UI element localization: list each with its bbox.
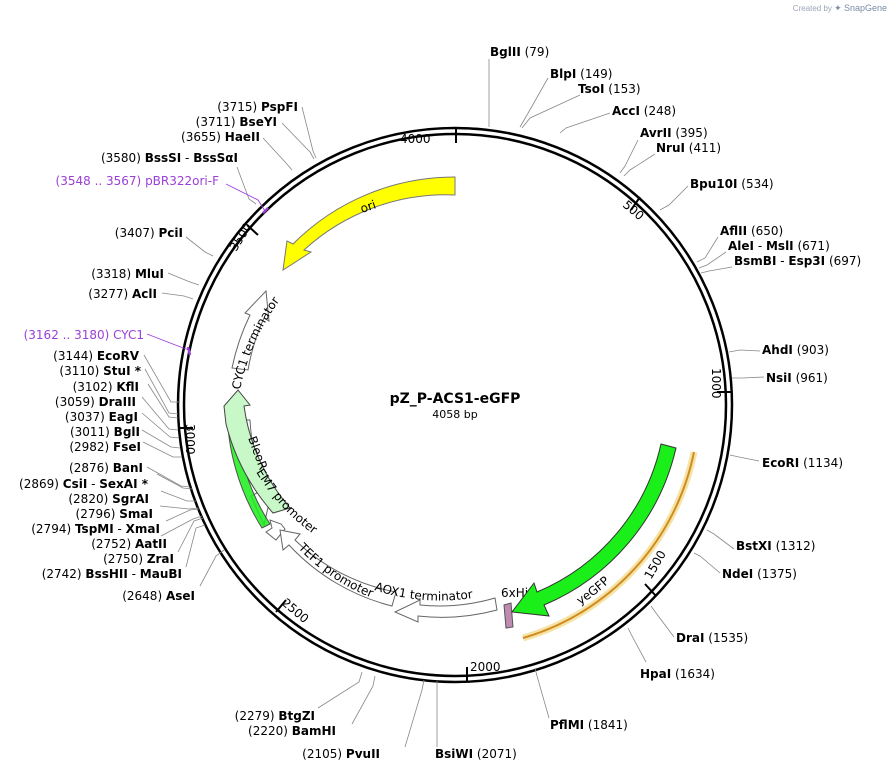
site-label-aatii: (2752) AatII <box>91 537 167 551</box>
feature-6xhis[interactable] <box>503 602 514 629</box>
site-label-ndei: NdeI (1375) <box>722 567 797 581</box>
site-label-acli: (3277) AclI <box>88 287 157 301</box>
site-label-blpi: BlpI (149) <box>550 67 612 81</box>
site-label-draiii: (3059) DraIII <box>55 395 136 409</box>
site-label-fsei: (2982) FseI <box>69 440 141 454</box>
feature-bleor[interactable] <box>223 389 291 514</box>
site-label-bseyi: (3711) BseYI <box>196 115 277 129</box>
tick-label: 2000 <box>470 660 501 674</box>
site-label-alei-msli: AleI - MslI (671) <box>728 239 830 253</box>
site-label-drai: DraI (1535) <box>676 631 748 645</box>
site-label-ecori-1134: EcoRI (1134) <box>762 456 843 470</box>
site-label-kfli: (3102) KflI <box>73 380 139 394</box>
site-labels: BglII (79) BlpI (149) TsoI (153) AccI (2… <box>19 45 861 761</box>
plasmid-name: pZ_P-ACS1-eGFP <box>390 391 521 407</box>
site-label-aflii: AflII (650) <box>720 224 783 238</box>
tick-label: 3000 <box>183 424 197 455</box>
site-label-sgrai: (2820) SgrAI <box>68 492 149 506</box>
site-label-asei: (2648) AseI <box>122 589 195 603</box>
site-label-stui: (3110) StuI * <box>59 364 141 378</box>
tick-label: 4000 <box>400 132 431 146</box>
site-label-pflmi: PflMI (1841) <box>550 718 628 732</box>
site-label-ecorv: (3144) EcoRV <box>53 349 140 363</box>
primer-leader-lines <box>146 183 266 351</box>
primer-mark-pbr322ori-f[interactable] <box>262 207 269 214</box>
orf-yegfp-track[interactable] <box>522 451 695 639</box>
feature-tef1-promoter[interactable] <box>279 529 397 607</box>
primer-mark-cyc1[interactable] <box>186 346 192 356</box>
feature-yegfp[interactable] <box>511 443 677 617</box>
site-label-bstxi: BstXI (1312) <box>736 539 815 553</box>
site-label-nrui: NruI (411) <box>656 141 721 155</box>
site-label-smai: (2796) SmaI <box>76 507 153 521</box>
tick-label: 3500 <box>227 220 255 253</box>
site-label-nsii: NsiI (961) <box>766 371 828 385</box>
feature-em7-promoter[interactable] <box>265 519 286 541</box>
site-label-tspmi-xmai: (2794) TspMI - XmaI <box>31 522 160 536</box>
feature-aox1-terminator[interactable] <box>393 597 498 623</box>
site-label-btgzi: (2279) BtgZI <box>235 709 315 723</box>
site-label-bglii-79: BglII (79) <box>490 45 549 59</box>
site-label-zrai: (2750) ZraI <box>103 552 174 566</box>
site-label-tsoi: TsoI (153) <box>578 82 641 96</box>
site-label-csii-sexai: (2869) CsiI - SexAI * <box>19 477 149 491</box>
site-label-avrii: AvrII (395) <box>640 126 708 140</box>
site-label-ahdi: AhdI (903) <box>762 343 829 357</box>
tick-marks <box>178 128 732 682</box>
site-label-bsiwi: BsiWI (2071) <box>435 747 517 761</box>
feature-label-tef1-promoter: TEF1 promoter <box>295 540 375 601</box>
plasmid-length: 4058 bp <box>432 408 477 421</box>
site-label-bani: (2876) BanI <box>69 461 143 475</box>
snapgene-watermark: Created by ✦ SnapGene <box>793 3 887 14</box>
site-label-bpu10i: Bpu10I (534) <box>690 177 774 191</box>
site-label-bamhi: (2220) BamHI <box>248 724 336 738</box>
site-label-bsmbi-esp3i: BsmBI - Esp3I (697) <box>734 254 861 268</box>
site-label-bsshii-maubi: (2742) BssHII - MauBI <box>42 567 182 581</box>
feature-ori[interactable] <box>282 176 456 272</box>
tick-label: 1000 <box>709 368 723 399</box>
site-label-pcii: (3407) PciI <box>115 226 183 240</box>
site-label-pspfi: (3715) PspFI <box>217 100 298 114</box>
watermark-brand: SnapGene <box>843 3 887 13</box>
site-label-acci: AccI (248) <box>612 104 676 118</box>
leader-lines <box>141 59 765 748</box>
feature-cyc1-terminator[interactable] <box>231 289 270 371</box>
snapgene-logo-icon: ✦ <box>834 3 842 13</box>
primer-label-pbr322ori-f: (3548 .. 3567) pBR322ori-F <box>56 174 220 188</box>
primer-labels: (3548 .. 3567) pBR322ori-F (3162 .. 3180… <box>24 174 219 342</box>
site-label-haeii: (3655) HaeII <box>181 130 260 144</box>
site-label-mlui: (3318) MluI <box>91 267 164 281</box>
feature-label-ori: ori <box>358 198 377 216</box>
site-label-bgli-3011: (3011) BglI <box>70 425 140 439</box>
site-label-eagi: (3037) EagI <box>65 410 138 424</box>
site-label-pvuii: (2105) PvuII <box>302 747 380 761</box>
watermark-prefix: Created by <box>792 4 832 13</box>
site-label-hpai: HpaI (1634) <box>640 667 715 681</box>
primer-label-cyc1: (3162 .. 3180) CYC1 <box>24 328 144 342</box>
site-label-bsssi: (3580) BssSI - BssSαI <box>101 151 238 165</box>
